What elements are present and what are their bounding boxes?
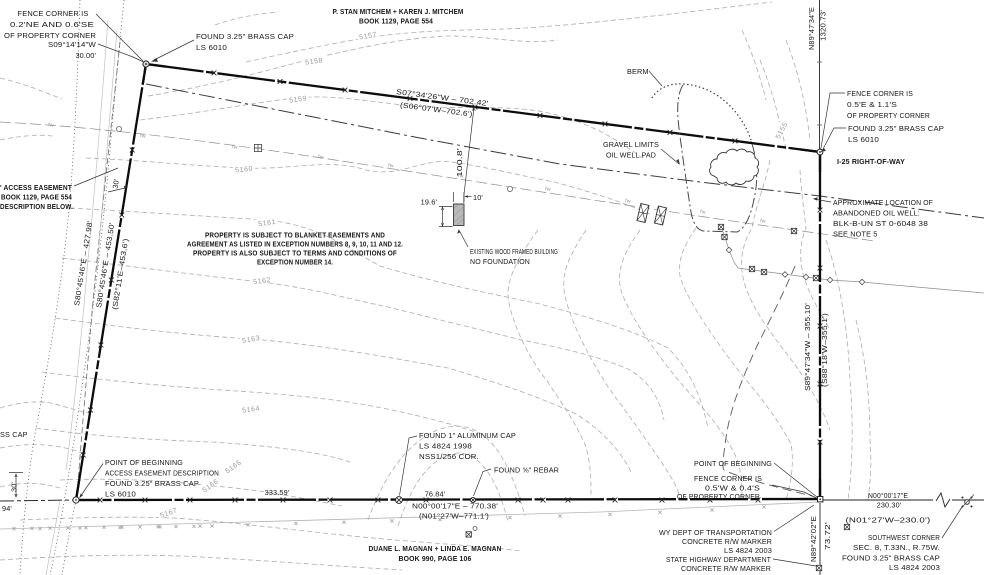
- svg-text:OF PROPERTY CORNER: OF PROPERTY CORNER: [4, 31, 96, 40]
- svg-text:19.6': 19.6': [421, 198, 438, 207]
- svg-text:FENCE CORNER IS: FENCE CORNER IS: [694, 474, 762, 483]
- svg-text:fw: fw: [232, 144, 238, 151]
- svg-text:N89°47'34"E: N89°47'34"E: [807, 7, 816, 50]
- svg-text:73.72': 73.72': [823, 521, 832, 550]
- svg-text:0.5'W & 0.4'S: 0.5'W & 0.4'S: [705, 484, 760, 493]
- svg-text:LS 6010: LS 6010: [848, 135, 879, 144]
- svg-text:CONCRETE R/W MARKER: CONCRETE R/W MARKER: [681, 564, 771, 573]
- svg-text:SS CAP: SS CAP: [0, 430, 28, 439]
- svg-text:N00°00'17"E – 770.38': N00°00'17"E – 770.38': [412, 502, 498, 511]
- svg-text:333.59': 333.59': [265, 488, 290, 497]
- svg-text:30': 30': [111, 178, 122, 190]
- svg-text:LS 4824 2003: LS 4824 2003: [724, 573, 772, 575]
- svg-text:' ACCESS EASEMENT: ' ACCESS EASEMENT: [0, 183, 72, 192]
- svg-text:FOUND 3.25" BRASS CAP: FOUND 3.25" BRASS CAP: [196, 32, 294, 41]
- svg-text:5164: 5164: [242, 405, 261, 414]
- svg-text:FENCE CORNER IS: FENCE CORNER IS: [847, 89, 913, 98]
- svg-text:PROPERTY IS ALSO SUBJECT TO T: PROPERTY IS ALSO SUBJECT TO TERMS AND CO…: [193, 249, 397, 258]
- svg-text:BOOK 1129, PAGE 554: BOOK 1129, PAGE 554: [1, 193, 73, 202]
- svg-text:5162: 5162: [253, 277, 272, 286]
- svg-text:5157: 5157: [359, 31, 378, 41]
- svg-text:FOUND 3.25" BRASS CAP: FOUND 3.25" BRASS CAP: [842, 554, 940, 563]
- svg-text:(S88°18'W–355.1'): (S88°18'W–355.1'): [820, 313, 829, 387]
- svg-text:BLK-B-UN ST 0-6048 38: BLK-B-UN ST 0-6048 38: [833, 219, 928, 228]
- svg-text:GRAVEL LIMITS: GRAVEL LIMITS: [603, 140, 659, 149]
- svg-text:S09°14'14"W: S09°14'14"W: [48, 40, 96, 49]
- svg-text:STATE HIGHWAY DEPARTMENT: STATE HIGHWAY DEPARTMENT: [666, 555, 771, 564]
- svg-text:FOUND ⅝" REBAR: FOUND ⅝" REBAR: [494, 466, 559, 475]
- svg-text:ABANDONED OIL WELL:: ABANDONED OIL WELL:: [833, 209, 920, 218]
- svg-text:5158: 5158: [305, 57, 324, 66]
- svg-text:(N01°27'W–771.1'): (N01°27'W–771.1'): [419, 512, 489, 521]
- svg-text:S89°47'34"W – 355.10': S89°47'34"W – 355.10': [803, 302, 812, 391]
- svg-text:NSS1/256 COR.: NSS1/256 COR.: [419, 452, 479, 461]
- svg-text:CONCRETE R/W MARKER: CONCRETE R/W MARKER: [682, 537, 772, 546]
- svg-text:P. STAN MITCHEM + KAREN J. MIT: P. STAN MITCHEM + KAREN J. MITCHEM: [333, 7, 464, 16]
- svg-text:0.5'E & 1.1'S: 0.5'E & 1.1'S: [847, 100, 897, 109]
- svg-text:LS 6010: LS 6010: [196, 43, 227, 52]
- svg-text:I-25 RIGHT-OF-WAY: I-25 RIGHT-OF-WAY: [837, 157, 905, 166]
- svg-text:5163: 5163: [242, 335, 261, 345]
- svg-text:fw: fw: [700, 209, 706, 216]
- svg-text:BOOK 990, PAGE 106: BOOK 990, PAGE 106: [399, 554, 472, 563]
- svg-text:DUANE L. MAGNAN + LINDA E. MAG: DUANE L. MAGNAN + LINDA E. MAGNAN: [369, 544, 502, 553]
- svg-text:fw: fw: [545, 186, 551, 193]
- svg-text:N89°42'02"E: N89°42'02"E: [809, 516, 818, 562]
- svg-text:PROPERTY IS SUBJECT TO BLANKE: PROPERTY IS SUBJECT TO BLANKET EASEMENTS…: [205, 231, 385, 240]
- svg-text:APPROXIMATE LOCATION OF: APPROXIMATE LOCATION OF: [833, 198, 933, 207]
- svg-text:NO FOUNDATION: NO FOUNDATION: [470, 257, 530, 266]
- svg-text:BOOK 1129, PAGE 554: BOOK 1129, PAGE 554: [359, 17, 434, 26]
- svg-text:POINT OF BEGINNING: POINT OF BEGINNING: [694, 459, 772, 468]
- svg-text:LS 4824 2003: LS 4824 2003: [724, 546, 772, 555]
- svg-text:fw: fw: [760, 218, 766, 225]
- svg-text:1320.73': 1320.73': [819, 10, 828, 41]
- svg-text:EXISTING WOOD FRAMED BUILDI: EXISTING WOOD FRAMED BUILDING: [470, 247, 558, 256]
- svg-text:76.84': 76.84': [425, 490, 446, 499]
- svg-text:AGREEMENT AS LISTED IN EXCEPTI: AGREEMENT AS LISTED IN EXCEPTION NUMBERS…: [187, 240, 403, 249]
- svg-text:N00°00'17"E: N00°00'17"E: [868, 491, 908, 500]
- svg-text:LS 4824 2003: LS 4824 2003: [889, 563, 940, 572]
- svg-text:FOUND 3.25" BRASS CAP: FOUND 3.25" BRASS CAP: [105, 479, 199, 488]
- svg-text:OF PROPERTY CORNER: OF PROPERTY CORNER: [847, 111, 930, 120]
- svg-text:ACCESS EASEMENT DESCRIPTION: ACCESS EASEMENT DESCRIPTION: [105, 469, 219, 478]
- svg-text:OIL WELL PAD: OIL WELL PAD: [606, 151, 656, 160]
- svg-text:LS 6010: LS 6010: [105, 490, 136, 499]
- svg-text:DESCRIPTION BELOW.: DESCRIPTION BELOW.: [0, 202, 73, 211]
- svg-text:fw: fw: [48, 122, 54, 129]
- svg-text:10': 10': [473, 193, 483, 202]
- svg-text:30': 30': [10, 482, 19, 492]
- svg-text:EXCEPTION NUMBER 14.: EXCEPTION NUMBER 14.: [257, 258, 333, 267]
- svg-text:(N01°27'W–230.0'): (N01°27'W–230.0'): [846, 516, 931, 525]
- svg-text:5161: 5161: [258, 219, 277, 228]
- svg-text:fw: fw: [140, 133, 146, 140]
- svg-text:30.00': 30.00': [75, 51, 96, 60]
- svg-text:fw: fw: [318, 154, 324, 161]
- svg-text:fw: fw: [388, 163, 394, 170]
- svg-text:LS 4824 1998: LS 4824 1998: [419, 442, 472, 451]
- svg-text:0.2'NE AND 0.6'SE: 0.2'NE AND 0.6'SE: [10, 20, 94, 29]
- svg-text:FENCE CORNER IS: FENCE CORNER IS: [18, 9, 89, 18]
- svg-text:100.8': 100.8': [455, 147, 464, 177]
- svg-text:WY DEPT OF TRANSPORTATION: WY DEPT OF TRANSPORTATION: [659, 528, 772, 537]
- svg-text:230.30': 230.30': [877, 501, 902, 510]
- svg-text:OF PROPERTY CORNER: OF PROPERTY CORNER: [677, 492, 760, 501]
- svg-text:5160: 5160: [235, 166, 254, 175]
- svg-text:SEC. 8, T.33N., R.75W.: SEC. 8, T.33N., R.75W.: [853, 543, 940, 552]
- svg-text:94': 94': [2, 504, 12, 513]
- svg-text:BERM: BERM: [627, 67, 649, 76]
- svg-text:fw: fw: [625, 198, 631, 205]
- svg-text:S80°45'46"E – 427.98': S80°45'46"E – 427.98': [72, 219, 94, 306]
- svg-text:SEE NOTE 5: SEE NOTE 5: [833, 230, 877, 239]
- svg-text:5159: 5159: [289, 95, 308, 104]
- svg-text:SOUTHWEST CORNER: SOUTHWEST CORNER: [868, 533, 940, 542]
- svg-text:POINT OF BEGINNING: POINT OF BEGINNING: [105, 458, 183, 467]
- svg-text:fw: fw: [458, 173, 464, 180]
- svg-text:FOUND 1" ALUMINUM CAP: FOUND 1" ALUMINUM CAP: [419, 431, 516, 440]
- svg-text:FOUND 3.25" BRASS CAP: FOUND 3.25" BRASS CAP: [848, 124, 944, 133]
